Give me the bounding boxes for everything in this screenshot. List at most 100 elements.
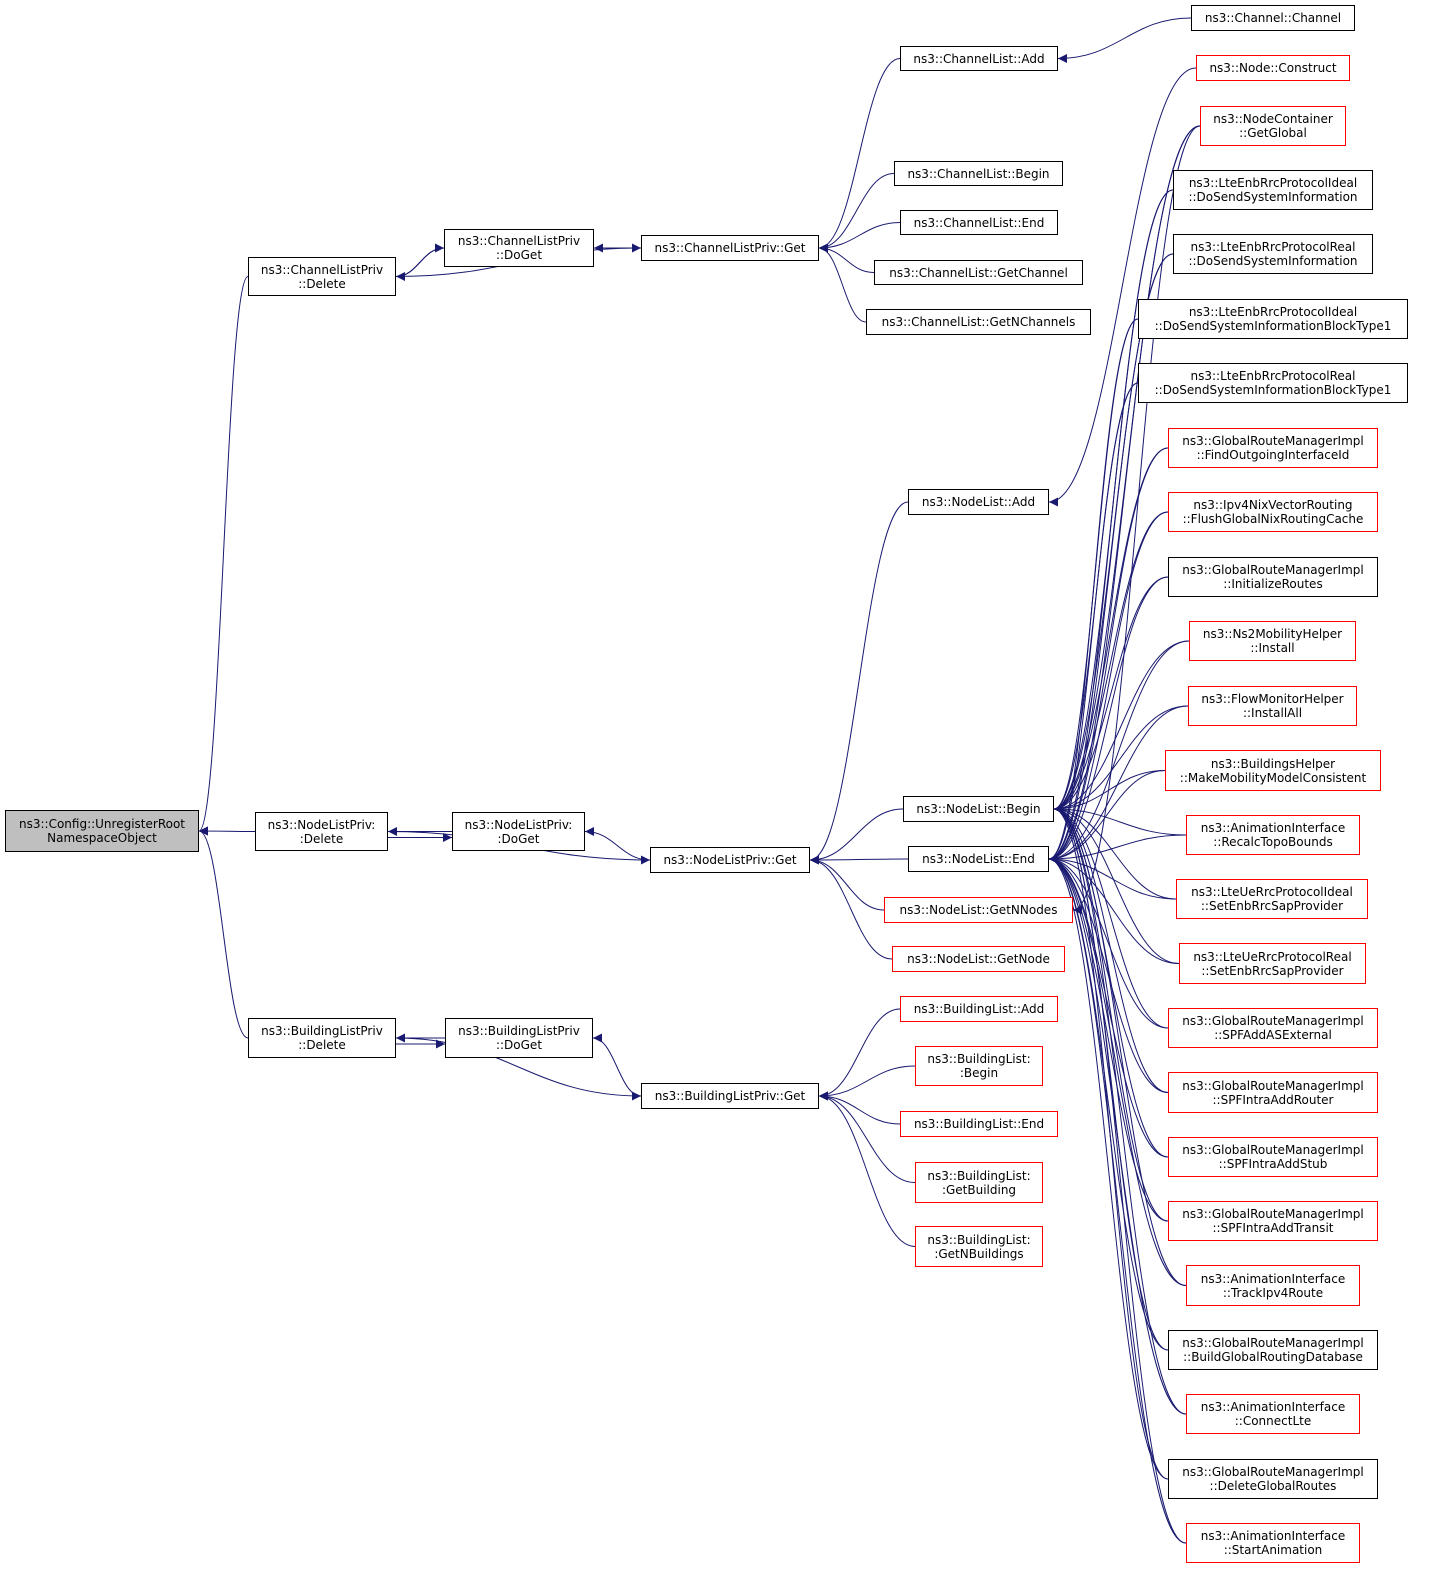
node-bl-begin[interactable]: ns3::BuildingList::Begin <box>915 1046 1043 1086</box>
node-cl-begin[interactable]: ns3::ChannelList::Begin <box>894 161 1063 186</box>
node-r17[interactable]: ns3::GlobalRouteManagerImpl::SPFIntraAdd… <box>1168 1201 1378 1241</box>
edge-r10-to-nl-begin <box>1053 770 1166 814</box>
node-clp-doget[interactable]: ns3::ChannelListPriv::DoGet <box>444 229 594 267</box>
node-bl-add[interactable]: ns3::BuildingList::Add <box>900 996 1058 1022</box>
node-r16[interactable]: ns3::GlobalRouteManagerImpl::SPFIntraAdd… <box>1168 1137 1378 1177</box>
node-label-line: ::SPFIntraAddStub <box>1218 1157 1328 1171</box>
node-r10[interactable]: ns3::BuildingsHelper::MakeMobilityModelC… <box>1165 750 1381 791</box>
node-label-line: ns3::NodeList::GetNode <box>907 952 1050 966</box>
node-r2[interactable]: ns3::LteEnbRrcProtocolReal::DoSendSystem… <box>1173 234 1373 274</box>
node-label-line: ns3::ChannelList::End <box>913 215 1045 230</box>
edge-r13-to-nl-begin <box>1053 804 1180 964</box>
node-r13[interactable]: ns3::LteUeRrcProtocolReal::SetEnbRrcSapP… <box>1179 943 1366 984</box>
node-blp-get[interactable]: ns3::BuildingListPriv::Get <box>641 1083 819 1109</box>
node-clp-get[interactable]: ns3::ChannelListPriv::Get <box>641 235 819 261</box>
node-blp-delete[interactable]: ns3::BuildingListPriv::Delete <box>248 1018 396 1058</box>
node-r6[interactable]: ns3::Ipv4NixVectorRouting::FlushGlobalNi… <box>1168 492 1378 532</box>
node-label-line: ::MakeMobilityModelConsistent <box>1179 770 1367 785</box>
node-nl-begin[interactable]: ns3::NodeList::Begin <box>903 796 1054 822</box>
edge-r11-to-nl-begin <box>1053 804 1187 836</box>
edge-r12-to-nl-end <box>1048 854 1177 900</box>
node-label-line: ns3::Channel::Channel <box>1204 11 1342 25</box>
edge-r4-to-nl-end <box>1048 382 1139 864</box>
node-label-line: ::DoSendSystemInformation <box>1188 190 1358 204</box>
node-channel-channel[interactable]: ns3::Channel::Channel <box>1191 5 1355 31</box>
edge-r12-to-nl-begin <box>1053 804 1177 900</box>
node-label-line: ns3::NodeListPriv: <box>267 817 376 832</box>
node-label-line: ns3::NodeListPriv::Get <box>663 853 797 867</box>
edge-r19-to-nl-end <box>1048 854 1169 1351</box>
node-nodecontainer-getglobal[interactable]: ns3::NodeContainer::GetGlobal <box>1200 106 1346 146</box>
edge-bl-add-to-blp-get <box>818 1008 901 1101</box>
node-r14[interactable]: ns3::GlobalRouteManagerImpl::SPFAddASExt… <box>1168 1008 1378 1048</box>
node-label-line: ns3::NodeList::Begin <box>916 802 1041 816</box>
node-label-line: ::BuildGlobalRoutingDatabase <box>1183 1350 1363 1364</box>
node-r21[interactable]: ns3::GlobalRouteManagerImpl::DeleteGloba… <box>1168 1459 1378 1499</box>
node-r15[interactable]: ns3::GlobalRouteManagerImpl::SPFIntraAdd… <box>1168 1072 1378 1113</box>
node-r22[interactable]: ns3::AnimationInterface::StartAnimation <box>1186 1523 1360 1563</box>
node-label-line: ns3::ChannelList::GetNChannels <box>881 315 1076 329</box>
edge-nlp-get-to-nlp-doget <box>584 827 651 861</box>
node-clp-delete[interactable]: ns3::ChannelListPriv::Delete <box>248 257 396 296</box>
node-label-line: ::Delete <box>298 276 346 291</box>
node-label-line: :GetBuilding <box>941 1182 1017 1197</box>
node-label-line: ns3::NodeList::End <box>922 852 1035 866</box>
node-label-line: ::FindOutgoingInterfaceId <box>1196 448 1350 462</box>
node-label-line: ::SetEnbRrcSapProvider <box>1200 899 1344 913</box>
node-label-line: ::DoSendSystemInformationBlockType1 <box>1154 383 1392 397</box>
node-r18[interactable]: ns3::AnimationInterface::TrackIpv4Route <box>1186 1265 1360 1306</box>
node-r3[interactable]: ns3::LteEnbRrcProtocolIdeal::DoSendSyste… <box>1138 299 1408 339</box>
node-bl-getn[interactable]: ns3::BuildingList::GetNBuildings <box>915 1226 1043 1267</box>
node-nl-add[interactable]: ns3::NodeList::Add <box>908 489 1049 515</box>
node-r5[interactable]: ns3::GlobalRouteManagerImpl::FindOutgoin… <box>1168 428 1378 468</box>
node-r4[interactable]: ns3::LteEnbRrcProtocolReal::DoSendSystem… <box>1138 363 1408 403</box>
edge-nl-getnode-to-nlp-get <box>809 855 893 960</box>
node-r9[interactable]: ns3::FlowMonitorHelper::InstallAll <box>1188 686 1357 726</box>
node-cl-add[interactable]: ns3::ChannelList::Add <box>900 46 1058 71</box>
node-nl-end[interactable]: ns3::NodeList::End <box>908 846 1049 872</box>
node-nl-getn[interactable]: ns3::NodeList::GetNNodes <box>884 897 1073 923</box>
node-label-line: ns3::GlobalRouteManagerImpl <box>1182 1078 1364 1093</box>
node-label-line: ::DoSendSystemInformation <box>1188 254 1358 268</box>
edge-r21-to-nl-end <box>1048 854 1169 1480</box>
edge-node-construct-to-nl-add <box>1048 67 1197 507</box>
edge-cl-begin-to-clp-get <box>818 173 895 253</box>
node-label-line: ns3::NodeListPriv: <box>464 817 573 832</box>
node-label-line: ns3::GlobalRouteManagerImpl <box>1182 563 1364 577</box>
node-bl-getbuilding[interactable]: ns3::BuildingList::GetBuilding <box>915 1162 1043 1203</box>
node-r12[interactable]: ns3::LteUeRrcProtocolIdeal::SetEnbRrcSap… <box>1176 879 1368 919</box>
edge-r20-to-nl-end <box>1048 854 1187 1415</box>
node-r11[interactable]: ns3::AnimationInterface::RecalcTopoBound… <box>1186 815 1360 855</box>
node-label-line: ns3::LteEnbRrcProtocolReal <box>1190 240 1356 254</box>
node-node-construct[interactable]: ns3::Node::Construct <box>1196 55 1350 81</box>
node-blp-doget[interactable]: ns3::BuildingListPriv::DoGet <box>445 1018 593 1058</box>
node-r7[interactable]: ns3::GlobalRouteManagerImpl::InitializeR… <box>1168 557 1378 597</box>
node-label-line: ::SPFAddASExternal <box>1214 1028 1332 1042</box>
node-label-line: ns3::ChannelList::Begin <box>907 166 1050 181</box>
node-label-line: :Delete <box>299 831 344 846</box>
node-label-line: ns3::LteEnbRrcProtocolReal <box>1190 369 1356 383</box>
node-label-line: ns3::LteEnbRrcProtocolIdeal <box>1188 176 1358 190</box>
node-cl-getchannel[interactable]: ns3::ChannelList::GetChannel <box>874 260 1083 285</box>
node-nlp-doget[interactable]: ns3::NodeListPriv::DoGet <box>452 812 585 851</box>
node-cl-getn[interactable]: ns3::ChannelList::GetNChannels <box>866 309 1091 335</box>
node-r1[interactable]: ns3::LteEnbRrcProtocolIdeal::DoSendSyste… <box>1173 170 1373 210</box>
node-r20[interactable]: ns3::AnimationInterface::ConnectLte <box>1186 1394 1360 1434</box>
node-nlp-get[interactable]: ns3::NodeListPriv::Get <box>650 847 810 873</box>
node-r8[interactable]: ns3::Ns2MobilityHelper::Install <box>1189 621 1356 661</box>
edge-r8-to-nl-begin <box>1053 640 1190 814</box>
node-bl-end[interactable]: ns3::BuildingList::End <box>900 1111 1058 1137</box>
node-label-line: ns3::GlobalRouteManagerImpl <box>1182 1143 1364 1157</box>
node-label-line: ::DoSendSystemInformationBlockType1 <box>1154 319 1392 333</box>
edge-r18-to-nl-begin <box>1053 804 1187 1286</box>
node-r19[interactable]: ns3::GlobalRouteManagerImpl::BuildGlobal… <box>1168 1330 1378 1370</box>
node-nlp-delete[interactable]: ns3::NodeListPriv::Delete <box>255 812 388 851</box>
node-label-line: ns3::BuildingList: <box>927 1052 1031 1066</box>
node-nl-getnode[interactable]: ns3::NodeList::GetNode <box>892 946 1065 972</box>
node-cl-end[interactable]: ns3::ChannelList::End <box>900 210 1058 235</box>
edge-blp-get-to-blp-doget <box>592 1033 642 1097</box>
edge-r15-to-nl-begin <box>1053 804 1169 1093</box>
edge-r13-to-nl-end <box>1048 854 1180 964</box>
